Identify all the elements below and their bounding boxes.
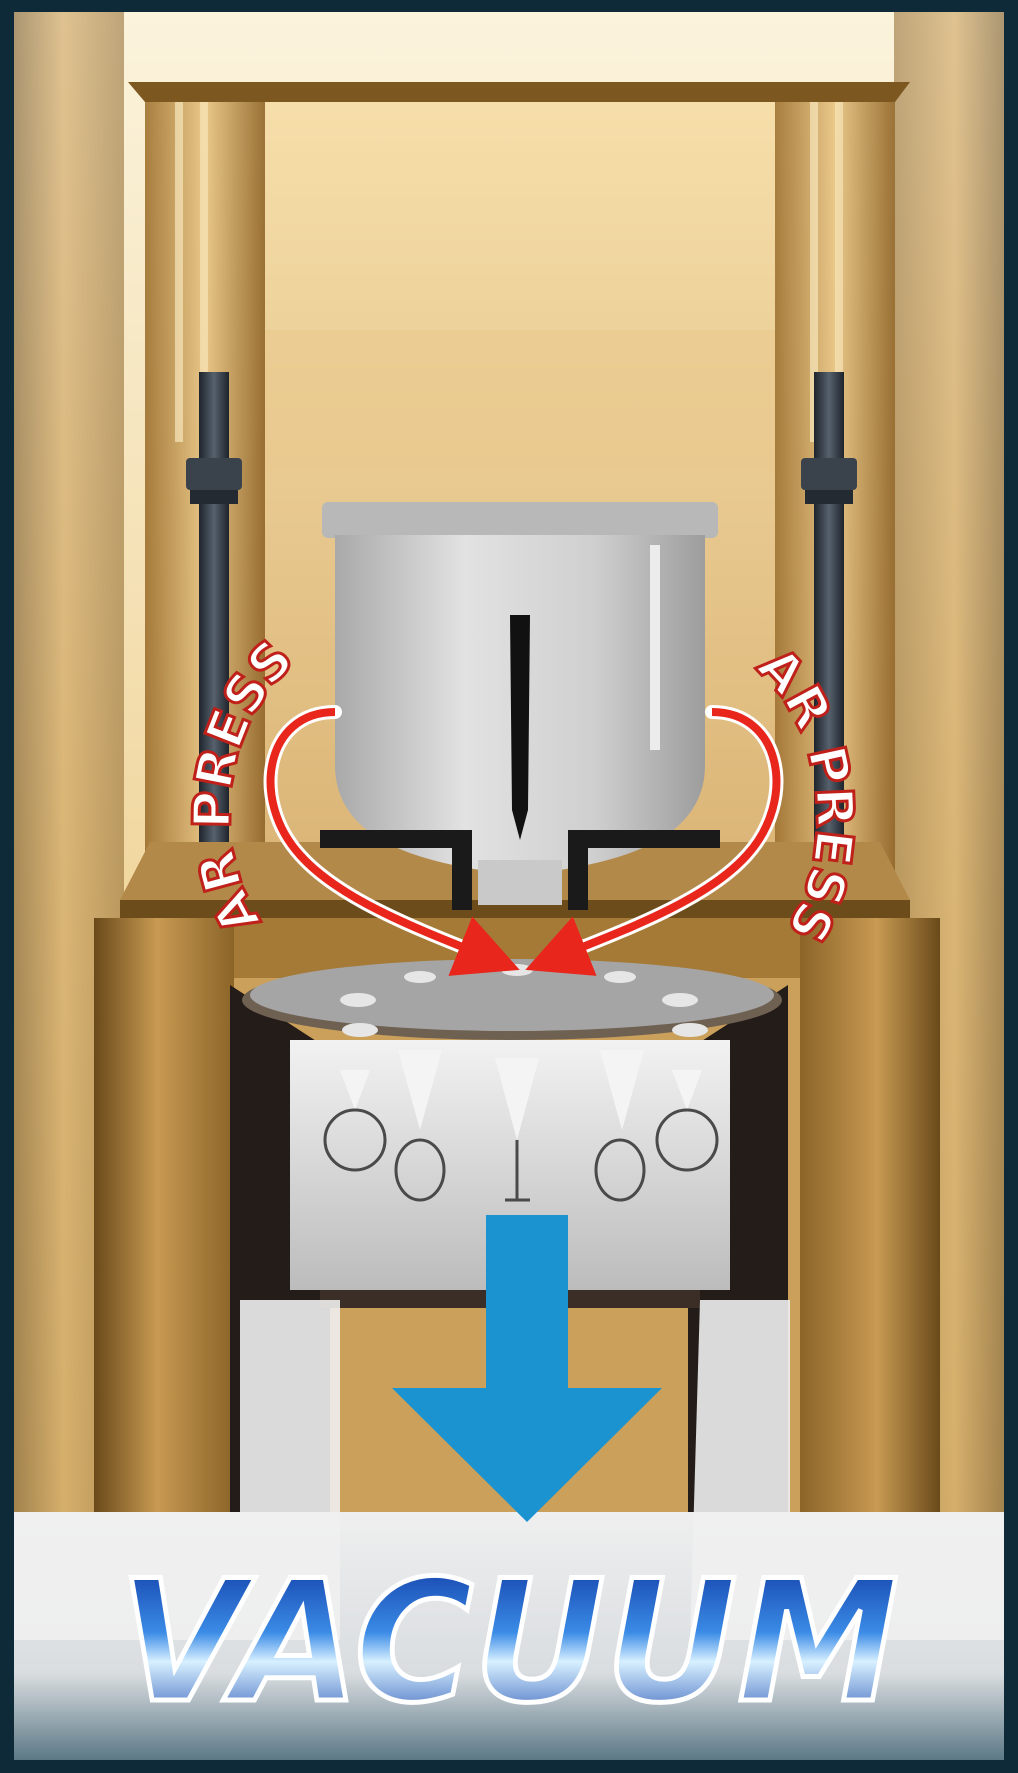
vacuum-label: VACUUM — [119, 1544, 899, 1740]
vacuum-label-group: VACUUM — [119, 1544, 899, 1740]
